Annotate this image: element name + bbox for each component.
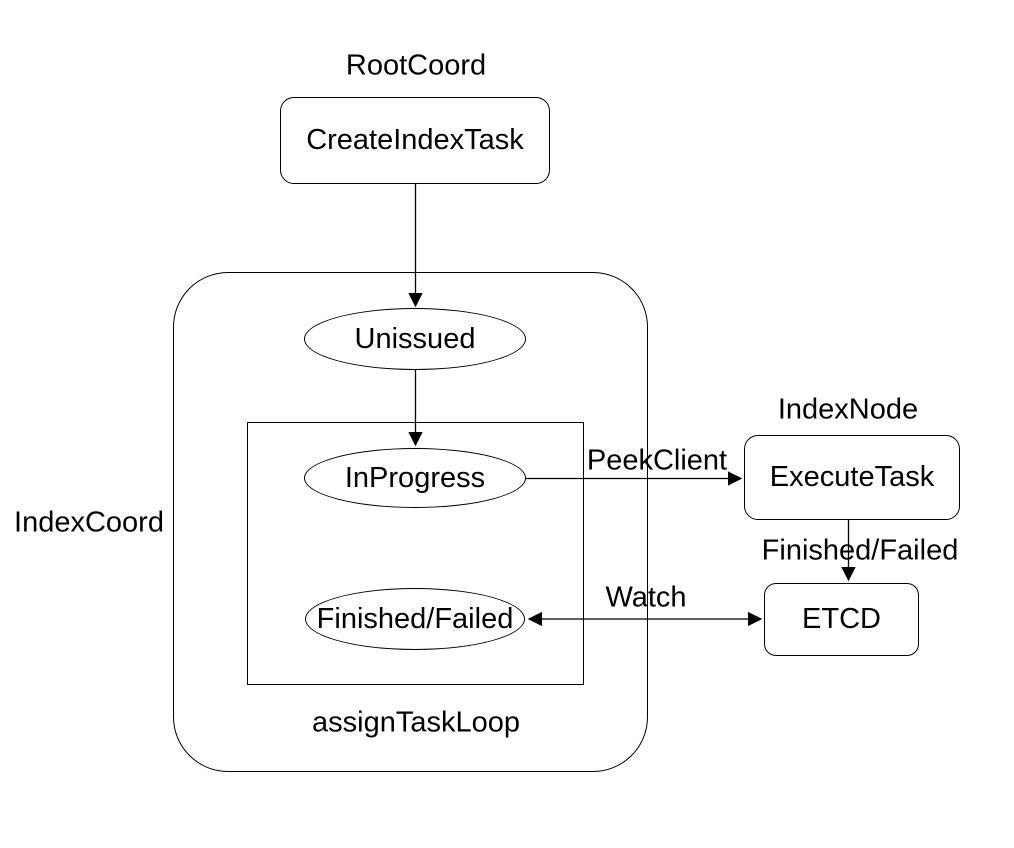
node-create-index-task: CreateIndexTask	[280, 97, 550, 184]
node-in-progress-label: InProgress	[344, 461, 486, 494]
node-create-index-task-label: CreateIndexTask	[306, 124, 524, 156]
node-execute-task: ExecuteTask	[744, 435, 960, 520]
index-coord-group-label: IndexCoord	[14, 506, 164, 539]
assign-task-loop-label: assignTaskLoop	[312, 706, 520, 739]
root-coord-group-label: RootCoord	[345, 49, 487, 82]
node-execute-task-label: ExecuteTask	[769, 461, 935, 493]
node-unissued: Unissued	[304, 308, 526, 370]
edge-label-peek-client: PeekClient	[586, 444, 728, 477]
node-unissued-label: Unissued	[354, 322, 476, 355]
node-in-progress: InProgress	[304, 448, 526, 508]
node-finished-failed: Finished/Failed	[305, 588, 525, 650]
node-finished-failed-label: Finished/Failed	[316, 602, 514, 635]
index-node-group-label: IndexNode	[777, 393, 919, 426]
edge-label-watch: Watch	[605, 581, 687, 614]
node-etcd: ETCD	[764, 583, 919, 656]
node-etcd-label: ETCD	[802, 603, 881, 635]
index-coord-group-frame	[173, 272, 648, 772]
edge-label-finished-failed: Finished/Failed	[761, 534, 959, 567]
